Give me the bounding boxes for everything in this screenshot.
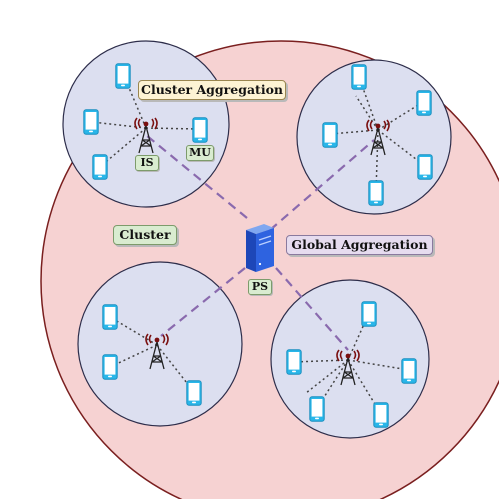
phone-icon <box>309 396 325 422</box>
global-links <box>145 134 375 351</box>
phone-icon <box>83 109 99 135</box>
phone-icon <box>115 63 131 89</box>
phone-icon <box>186 380 202 406</box>
phone-icon <box>416 90 432 116</box>
phone-icon <box>417 154 433 180</box>
cluster-aggregation-label: Cluster Aggregation <box>138 80 286 100</box>
phone-icon <box>92 154 108 180</box>
phone-icon <box>102 304 118 330</box>
cluster-top-right <box>296 59 452 215</box>
phone-icon <box>351 64 367 90</box>
phone-icon <box>368 180 384 206</box>
mu-label: MU <box>186 145 214 161</box>
link-ps-bottom-left <box>160 267 246 337</box>
server-icon <box>245 224 275 272</box>
phone-icon <box>102 354 118 380</box>
phone-icon <box>286 349 302 375</box>
cluster-label: Cluster <box>113 225 177 245</box>
phone-icon <box>192 117 208 143</box>
global-aggregation-label: Global Aggregation <box>286 235 433 255</box>
cluster-bottom-left <box>77 261 243 427</box>
ps-label: PS <box>248 279 272 295</box>
phone-icon <box>373 402 389 428</box>
link-ps-top-left <box>145 134 248 219</box>
is-label: IS <box>135 155 159 171</box>
phone-icon <box>322 122 338 148</box>
phone-icon <box>401 358 417 384</box>
link-ps-bottom-right <box>275 267 349 351</box>
link-ps-top-right <box>269 139 375 231</box>
phone-icon <box>361 301 377 327</box>
